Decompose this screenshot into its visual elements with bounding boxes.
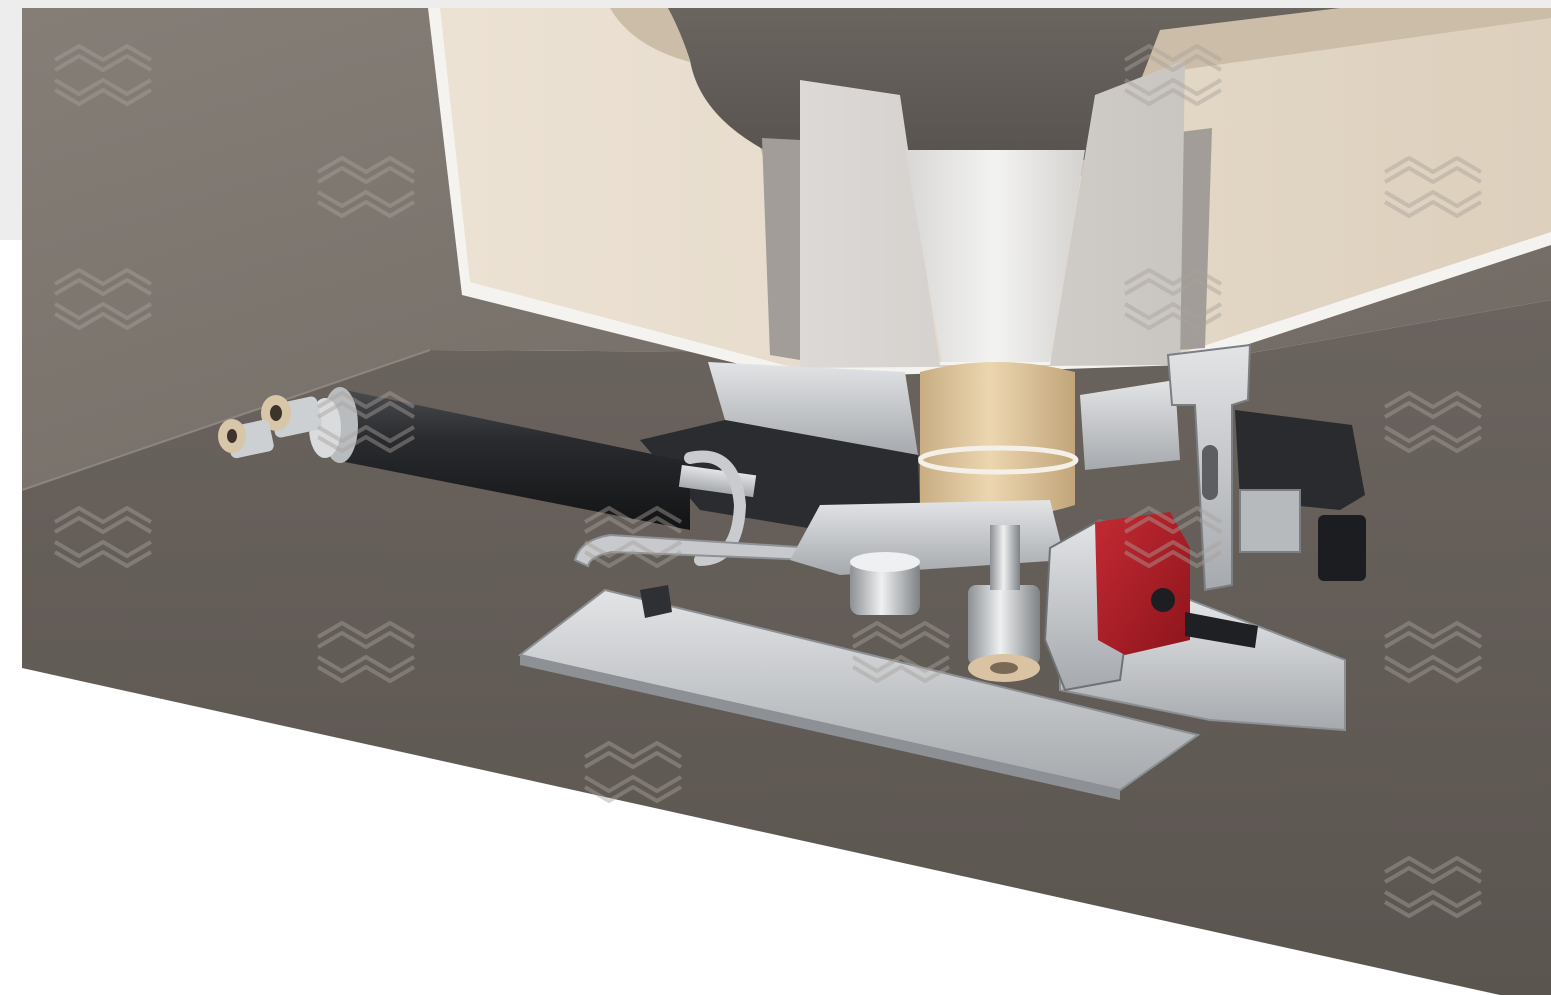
bottom-left-clip xyxy=(640,585,672,618)
latch-slot xyxy=(1202,445,1218,500)
guide-rail-lip xyxy=(520,655,1120,800)
watermark-logo-13 xyxy=(851,621,951,683)
watermark-layer xyxy=(53,44,1483,918)
mounting-plate-left xyxy=(708,362,918,455)
well-block-grey xyxy=(800,60,1185,368)
upper-nozzle-cylinder xyxy=(920,362,1075,518)
red-clamp-block xyxy=(1095,512,1190,655)
collector-nozzle-neck xyxy=(990,525,1020,590)
hose-fitting-lower-hole xyxy=(227,429,237,443)
floor-edge-line xyxy=(21,349,431,491)
watermark-logo-11 xyxy=(1123,506,1223,568)
watermark-logo-8 xyxy=(1383,391,1483,453)
red-block-bolt xyxy=(1151,588,1175,612)
housing-right-block xyxy=(1235,410,1365,510)
housing-right-lug xyxy=(1318,515,1366,581)
watermark-logo-1 xyxy=(53,44,153,106)
side-bracket xyxy=(1239,489,1301,553)
hydraulic-cylinder-body xyxy=(345,390,690,530)
watermark-logo-12 xyxy=(316,621,416,683)
watermark-logo-6 xyxy=(1123,268,1223,330)
black-bar xyxy=(1185,612,1258,648)
insulation-strip-right xyxy=(1178,128,1212,350)
hose-fitting-upper-hole xyxy=(270,405,282,421)
roller-left xyxy=(850,560,920,615)
watermark-logo-10 xyxy=(583,506,683,568)
watermark-logo-3 xyxy=(53,268,153,330)
watermark-logo-4 xyxy=(1123,44,1223,106)
collector-nozzle-tip-bore xyxy=(990,662,1018,674)
nozzle-bore xyxy=(905,150,1085,362)
watermark-logo-9 xyxy=(53,506,153,568)
watermark-logo-7 xyxy=(316,391,416,453)
watermark-logo-15 xyxy=(583,741,683,803)
watermark-logo-14 xyxy=(1383,621,1483,683)
upper-nozzle-ring xyxy=(917,445,1079,475)
watermark-logo-5 xyxy=(1383,156,1483,218)
watermark-logo-2 xyxy=(316,156,416,218)
mounting-plate-right xyxy=(1080,380,1180,470)
insulation-strip-left xyxy=(762,138,800,360)
roller-left-top xyxy=(850,552,920,572)
watermark-logo-16 xyxy=(1383,856,1483,918)
collector-nozzle xyxy=(968,585,1040,665)
